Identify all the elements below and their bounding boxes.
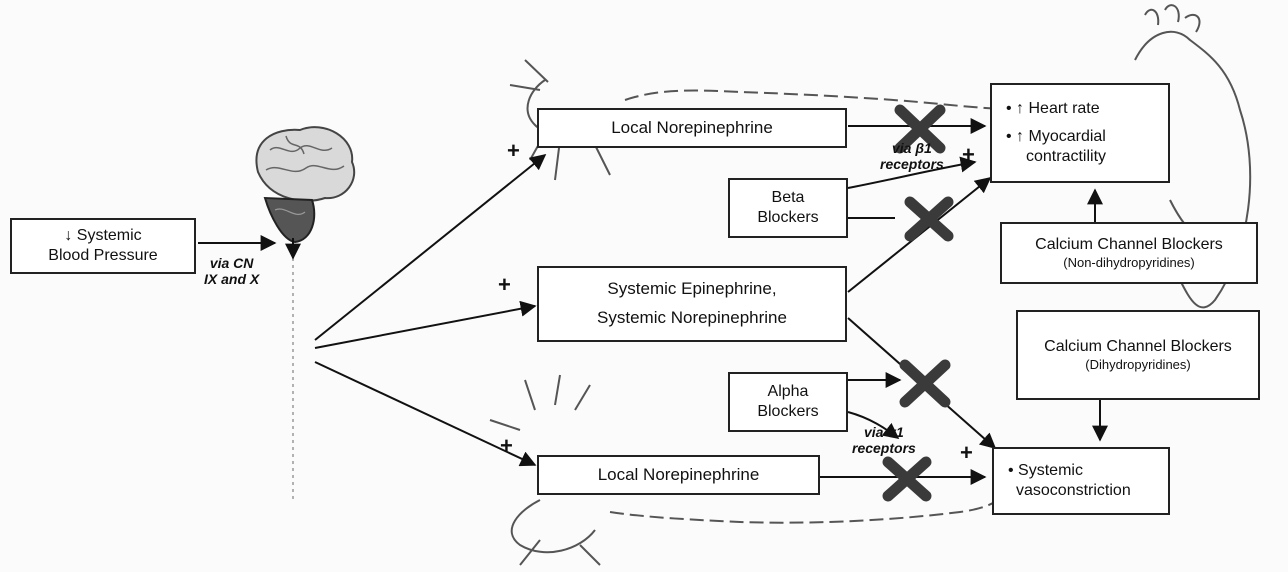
alpha-blockers-line2: Blockers: [757, 402, 818, 422]
plus-sign-heart: +: [962, 142, 975, 168]
local-norepinephrine-top-box: Local Norepinephrine: [537, 108, 847, 148]
ccb-dihydropyridines-box: Calcium Channel Blockers (Dihydropyridin…: [1016, 310, 1260, 400]
alpha-blockers-box: Alpha Blockers: [728, 372, 848, 432]
ccb-dhp-line2: (Dihydropyridines): [1085, 357, 1190, 373]
via-beta1-label: via β1 receptors: [880, 140, 944, 172]
via-alpha1-label: via α1 receptors: [852, 424, 916, 456]
systemic-bp-line1: ↓ Systemic: [64, 226, 141, 246]
beta-blockers-line2: Blockers: [757, 208, 818, 228]
contractility-item: contractility: [992, 147, 1168, 167]
plus-sign-vessel: +: [960, 440, 973, 466]
via-alpha1-line2: receptors: [852, 440, 916, 456]
systemic-epinephrine-label: Systemic Epinephrine,: [607, 275, 776, 304]
ccb-nondihydropyridines-box: Calcium Channel Blockers (Non-dihydropyr…: [1000, 222, 1258, 284]
systemic-bp-box: ↓ Systemic Blood Pressure: [10, 218, 196, 274]
heart-rate-item: • ↑ Heart rate: [992, 99, 1168, 119]
via-alpha1-line1: via α1: [852, 424, 916, 440]
via-cn-line2: IX and X: [204, 271, 259, 287]
brain-icon: [256, 127, 354, 242]
vasoconstriction-box: • Systemic vasoconstriction: [992, 447, 1170, 515]
systemic-norepinephrine-label: Systemic Norepinephrine: [597, 304, 787, 333]
local-norepinephrine-bottom-label: Local Norepinephrine: [598, 464, 760, 485]
blocked-x-icon: [905, 365, 945, 402]
alpha-blockers-line1: Alpha: [768, 382, 809, 402]
blocked-x-icon: [910, 202, 948, 236]
local-norepinephrine-top-label: Local Norepinephrine: [611, 117, 773, 138]
via-beta1-line2: receptors: [880, 156, 944, 172]
via-cn-label: via CN IX and X: [204, 255, 259, 287]
ccb-nondhp-line2: (Non-dihydropyridines): [1063, 255, 1195, 271]
myocardial-item: • ↑ Myocardial: [992, 127, 1168, 147]
via-beta1-line1: via β1: [880, 140, 944, 156]
vasoconstriction-line1: • Systemic: [994, 461, 1168, 481]
beta-blockers-line1: Beta: [772, 188, 805, 208]
plus-sign-bottom: +: [500, 433, 513, 459]
heart-effects-box: • ↑ Heart rate • ↑ Myocardial contractil…: [990, 83, 1170, 183]
ccb-nondhp-line1: Calcium Channel Blockers: [1035, 235, 1223, 255]
plus-sign-middle: +: [498, 272, 511, 298]
blocked-x-icon: [888, 462, 926, 496]
via-cn-line1: via CN: [204, 255, 259, 271]
plus-sign-top: +: [507, 138, 520, 164]
beta-blockers-box: Beta Blockers: [728, 178, 848, 238]
systemic-catecholamines-box: Systemic Epinephrine, Systemic Norepinep…: [537, 266, 847, 342]
ccb-dhp-line1: Calcium Channel Blockers: [1044, 337, 1232, 357]
vasoconstriction-line2: vasoconstriction: [994, 481, 1168, 501]
systemic-bp-line2: Blood Pressure: [48, 246, 157, 266]
local-norepinephrine-bottom-box: Local Norepinephrine: [537, 455, 820, 495]
